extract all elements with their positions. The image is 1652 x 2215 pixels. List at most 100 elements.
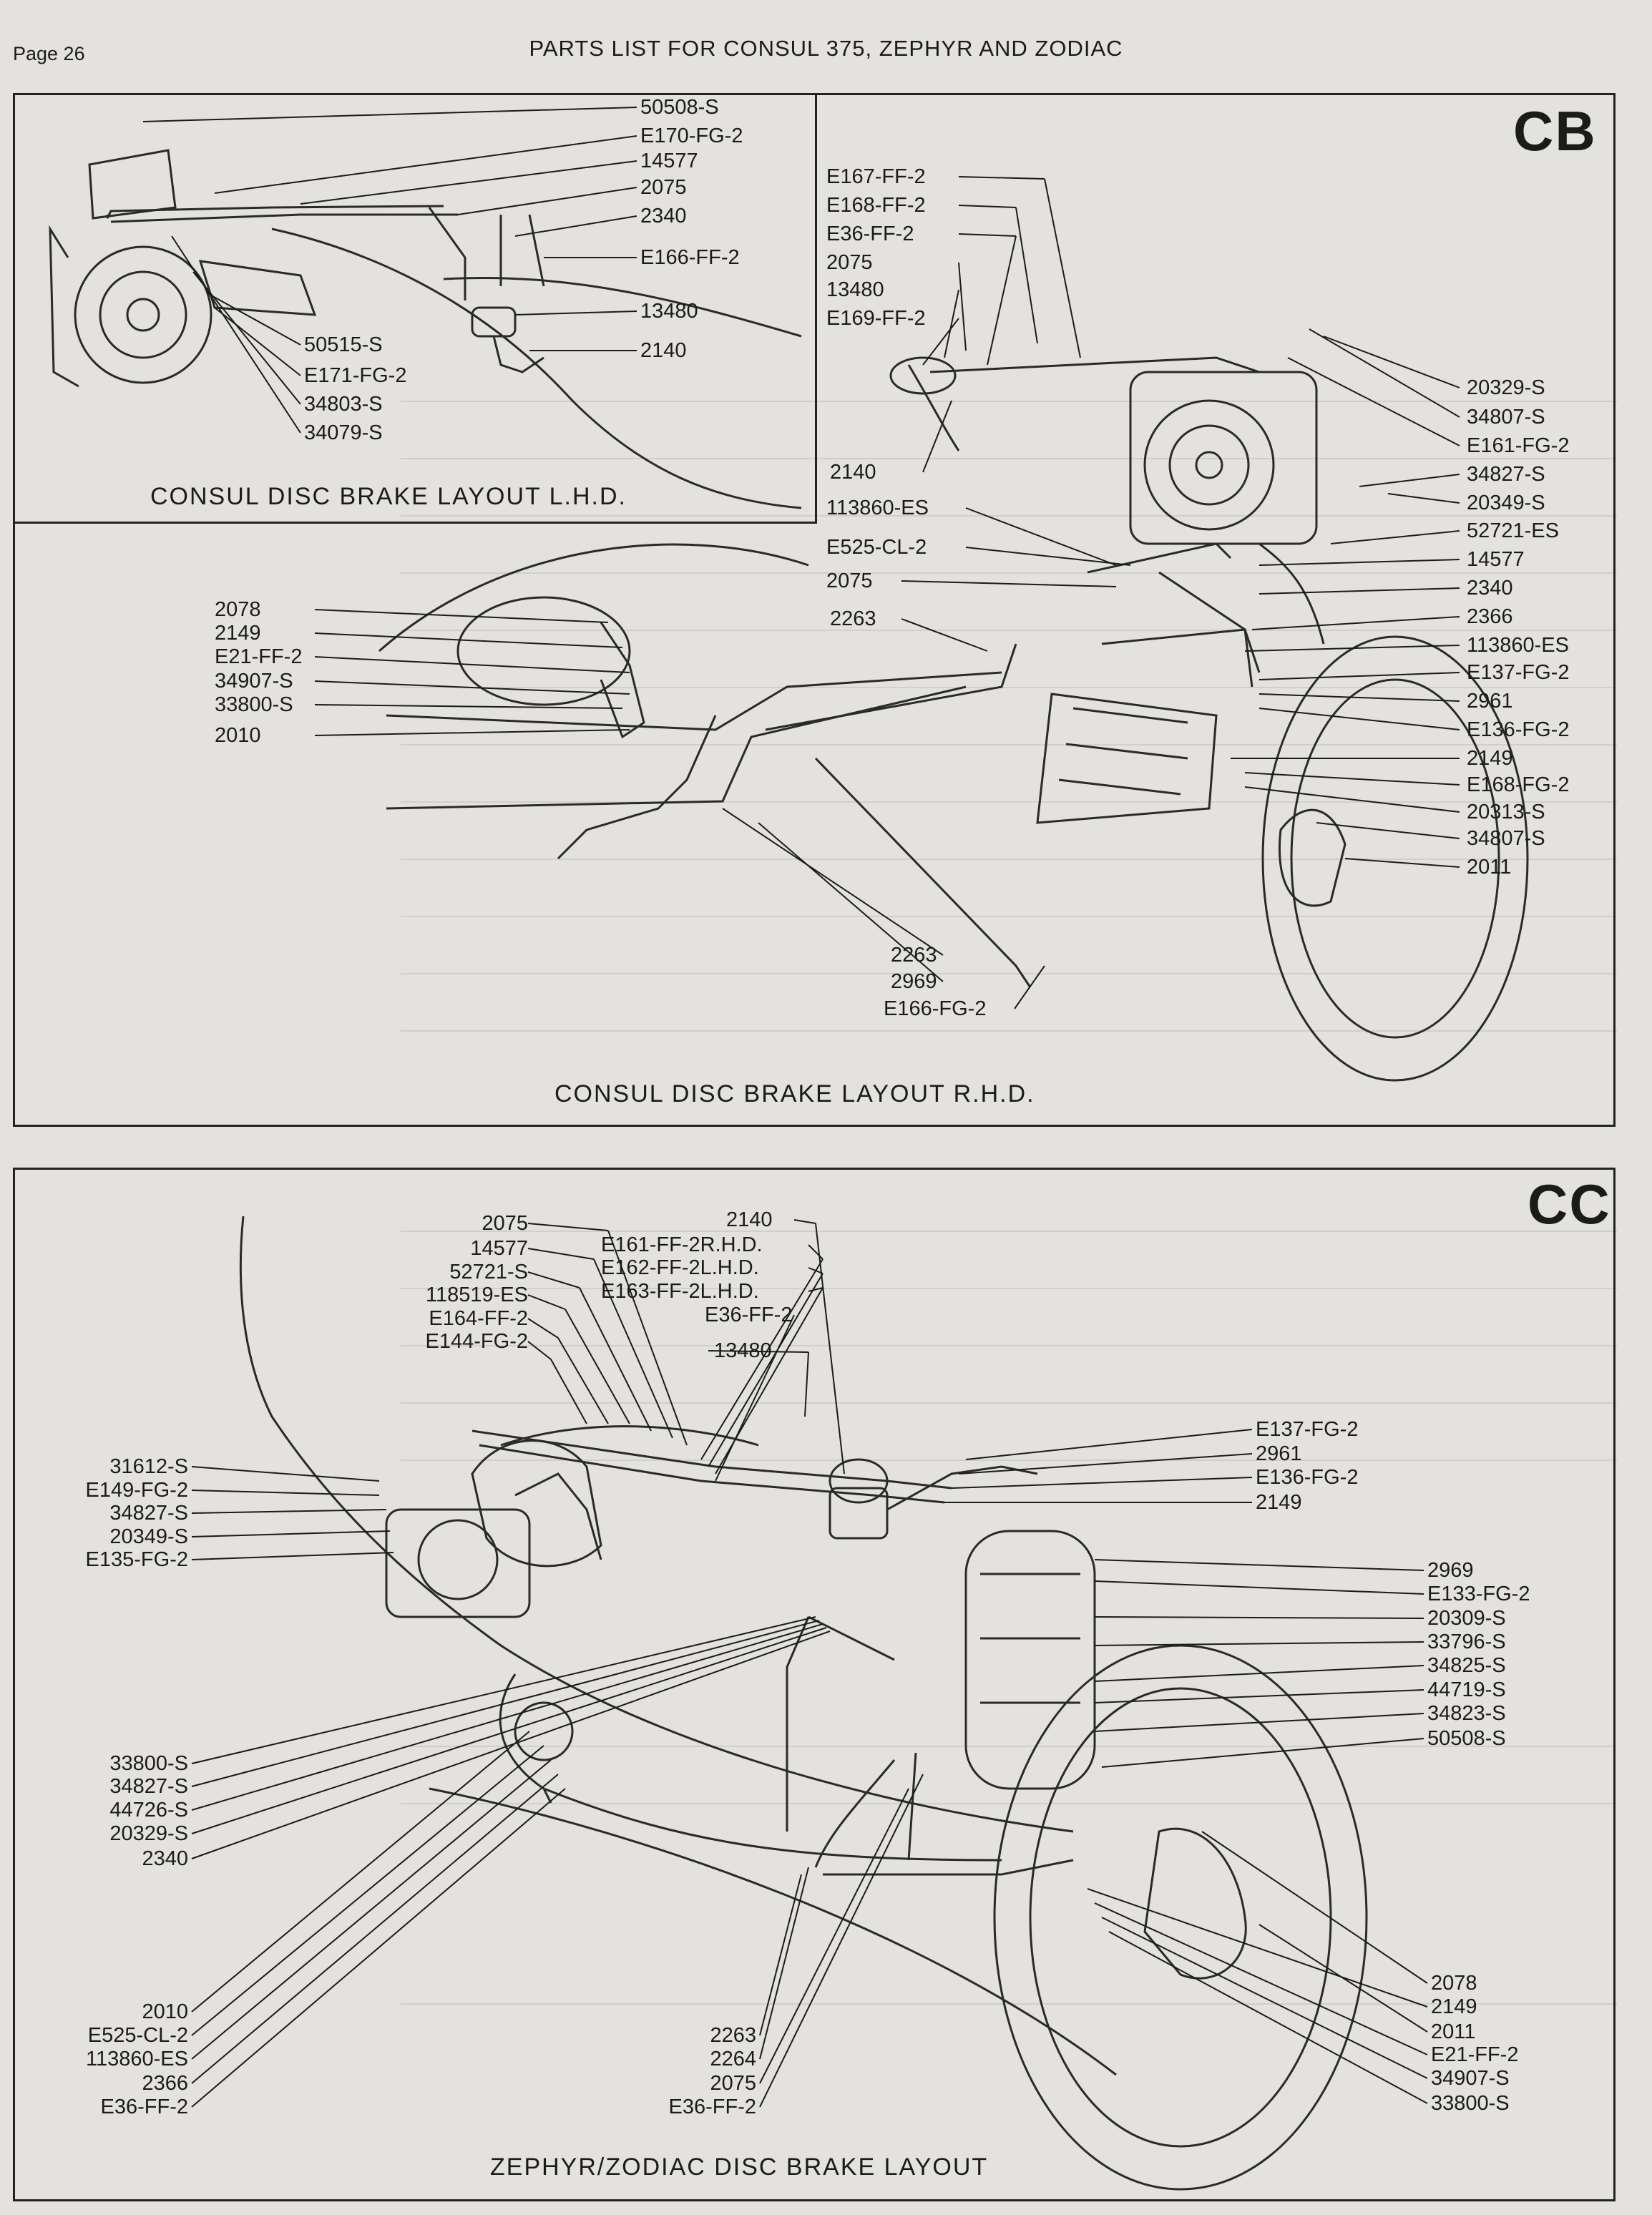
cb-rhd-part-label: 2961 [1467,690,1513,713]
cc-part-label: E133-FG-2 [1427,1583,1530,1605]
cb-rhd-part-label: 20313-S [1467,801,1545,823]
cc-part-label: 33800-S [109,1752,188,1775]
cc-part-label: 50508-S [1427,1727,1506,1750]
cb-rhd-part-label: 34807-S [1467,406,1545,429]
cb-rhd-part-label: 2140 [830,461,876,484]
cb-rhd-part-label: E36-FF-2 [826,223,914,245]
cb-rhd-part-label: E161-FG-2 [1467,434,1570,457]
cb-rhd-part-label: E169-FF-2 [826,307,926,330]
cc-part-label: 2075 [482,1212,528,1235]
cb-lhd-part-label: 13480 [640,300,698,323]
cb-rhd-part-label: 20349-S [1467,492,1545,514]
cb-rhd-part-label: 113860-ES [1467,634,1569,657]
cb-rhd-part-label: 2366 [1467,605,1513,628]
cc-part-label: 33796-S [1427,1630,1506,1653]
cc-part-label: E137-FG-2 [1256,1418,1359,1441]
cb-rhd-part-label: 113860-ES [826,497,929,519]
cc-part-label: 2011 [1431,2020,1476,2043]
figure-cb-code: CB [1513,99,1597,162]
cc-part-label: E164-FF-2 [429,1307,528,1330]
cb-rhd-part-label: E168-FG-2 [1467,773,1570,796]
cc-part-label: 2140 [726,1208,773,1231]
cb-lhd-part-label: 50508-S [640,96,719,119]
cc-part-label: 44719-S [1427,1678,1506,1701]
cc-part-label: E136-FG-2 [1256,1466,1359,1489]
cc-part-label: E149-FG-2 [85,1479,188,1502]
cc-part-label: E161-FF-2R.H.D. [601,1233,763,1256]
cc-part-label: E163-FF-2L.H.D. [601,1280,759,1303]
figure-cc-code: CC [1528,1173,1611,1236]
page-number: Page 26 [13,43,85,64]
cb-lhd-part-label: 2140 [640,339,687,362]
cc-part-label: E135-FG-2 [85,1548,188,1571]
cb-lhd-part-label: E170-FG-2 [640,124,743,147]
cc-part-label: 13480 [714,1339,772,1362]
cb-lhd-part-label: E171-FG-2 [304,364,407,387]
cb-rhd-part-label: E167-FF-2 [826,165,926,188]
cc-part-label: E144-FG-2 [425,1330,528,1353]
cb-rhd-part-label: E525-CL-2 [826,536,927,559]
cc-part-label: 34827-S [109,1775,188,1798]
cb-rhd-part-label: 2969 [891,970,937,993]
cc-part-label: 113860-ES [86,2048,188,2070]
cb-rhd-part-label: 2010 [215,724,261,747]
cb-rhd-part-label: 33800-S [215,693,293,716]
cc-part-label: 20309-S [1427,1607,1506,1630]
cc-part-label: 44726-S [109,1799,188,1822]
cb-rhd-part-label: 2011 [1467,856,1512,879]
cc-part-label: 2149 [1256,1491,1302,1514]
cb-rhd-part-label: 2078 [215,598,261,621]
cc-part-label: E36-FF-2 [100,2096,188,2118]
cb-rhd-part-label: 52721-ES [1467,519,1559,542]
cc-part-label: 2010 [142,2000,188,2023]
cb-rhd-part-label: 2340 [1467,577,1513,600]
cb-rhd-part-label: E166-FG-2 [884,997,987,1020]
figure-cb-lhd-inset [13,93,817,524]
cb-rhd-part-label: 14577 [1467,548,1525,571]
figure-cb-rhd-caption: CONSUL DISC BRAKE LAYOUT R.H.D. [554,1080,1035,1108]
page-title: PARTS LIST FOR CONSUL 375, ZEPHYR AND ZO… [529,36,1123,61]
cb-rhd-part-label: 2149 [1467,747,1513,770]
cc-part-label: 31612-S [109,1455,188,1478]
cb-lhd-part-label: 2340 [640,205,687,228]
figure-cc-caption: ZEPHYR/ZODIAC DISC BRAKE LAYOUT [490,2153,989,2181]
cc-part-label: E525-CL-2 [87,2024,188,2047]
cb-rhd-part-label: 20329-S [1467,376,1545,399]
cb-rhd-part-label: 2075 [826,251,873,274]
cc-part-label: 2961 [1256,1442,1302,1465]
cb-lhd-part-label: 50515-S [304,333,383,356]
cb-rhd-part-label: E21-FF-2 [215,645,303,668]
cc-part-label: 2264 [710,2048,756,2070]
cb-rhd-part-label: E168-FF-2 [826,194,926,217]
cb-lhd-part-label: 34079-S [304,421,383,444]
figure-cc-panel [13,1168,1616,2201]
cc-part-label: 2969 [1427,1559,1474,1582]
cc-part-label: 14577 [470,1237,528,1260]
cb-rhd-part-label: 2263 [830,607,876,630]
cc-part-label: 2075 [710,2072,756,2095]
cb-rhd-part-label: 2263 [891,944,937,967]
cc-part-label: 34827-S [109,1502,188,1525]
cc-part-label: 34907-S [1431,2067,1510,2090]
cb-rhd-part-label: E136-FG-2 [1467,718,1570,741]
cc-part-label: E36-FF-2 [668,2096,756,2118]
cb-rhd-part-label: 34827-S [1467,463,1545,486]
cc-part-label: E21-FF-2 [1431,2043,1519,2066]
cc-part-label: E162-FF-2L.H.D. [601,1256,759,1279]
cb-lhd-part-label: E166-FF-2 [640,246,740,269]
cc-part-label: 34823-S [1427,1702,1506,1725]
cc-part-label: 33800-S [1431,2092,1510,2115]
cc-part-label: 20349-S [109,1525,188,1548]
cb-rhd-part-label: 13480 [826,278,884,301]
cc-part-label: 20329-S [109,1822,188,1845]
cc-part-label: 2149 [1431,1995,1477,2018]
cc-part-label: E36-FF-2 [705,1304,793,1326]
cc-part-label: 2263 [710,2024,756,2047]
cb-rhd-part-label: 34807-S [1467,827,1545,850]
cc-part-label: 2366 [142,2072,188,2095]
cb-lhd-part-label: 14577 [640,150,698,172]
cc-part-label: 52721-S [449,1261,528,1283]
figure-cb-lhd-caption: CONSUL DISC BRAKE LAYOUT L.H.D. [150,483,627,510]
cb-lhd-part-label: 2075 [640,176,687,199]
